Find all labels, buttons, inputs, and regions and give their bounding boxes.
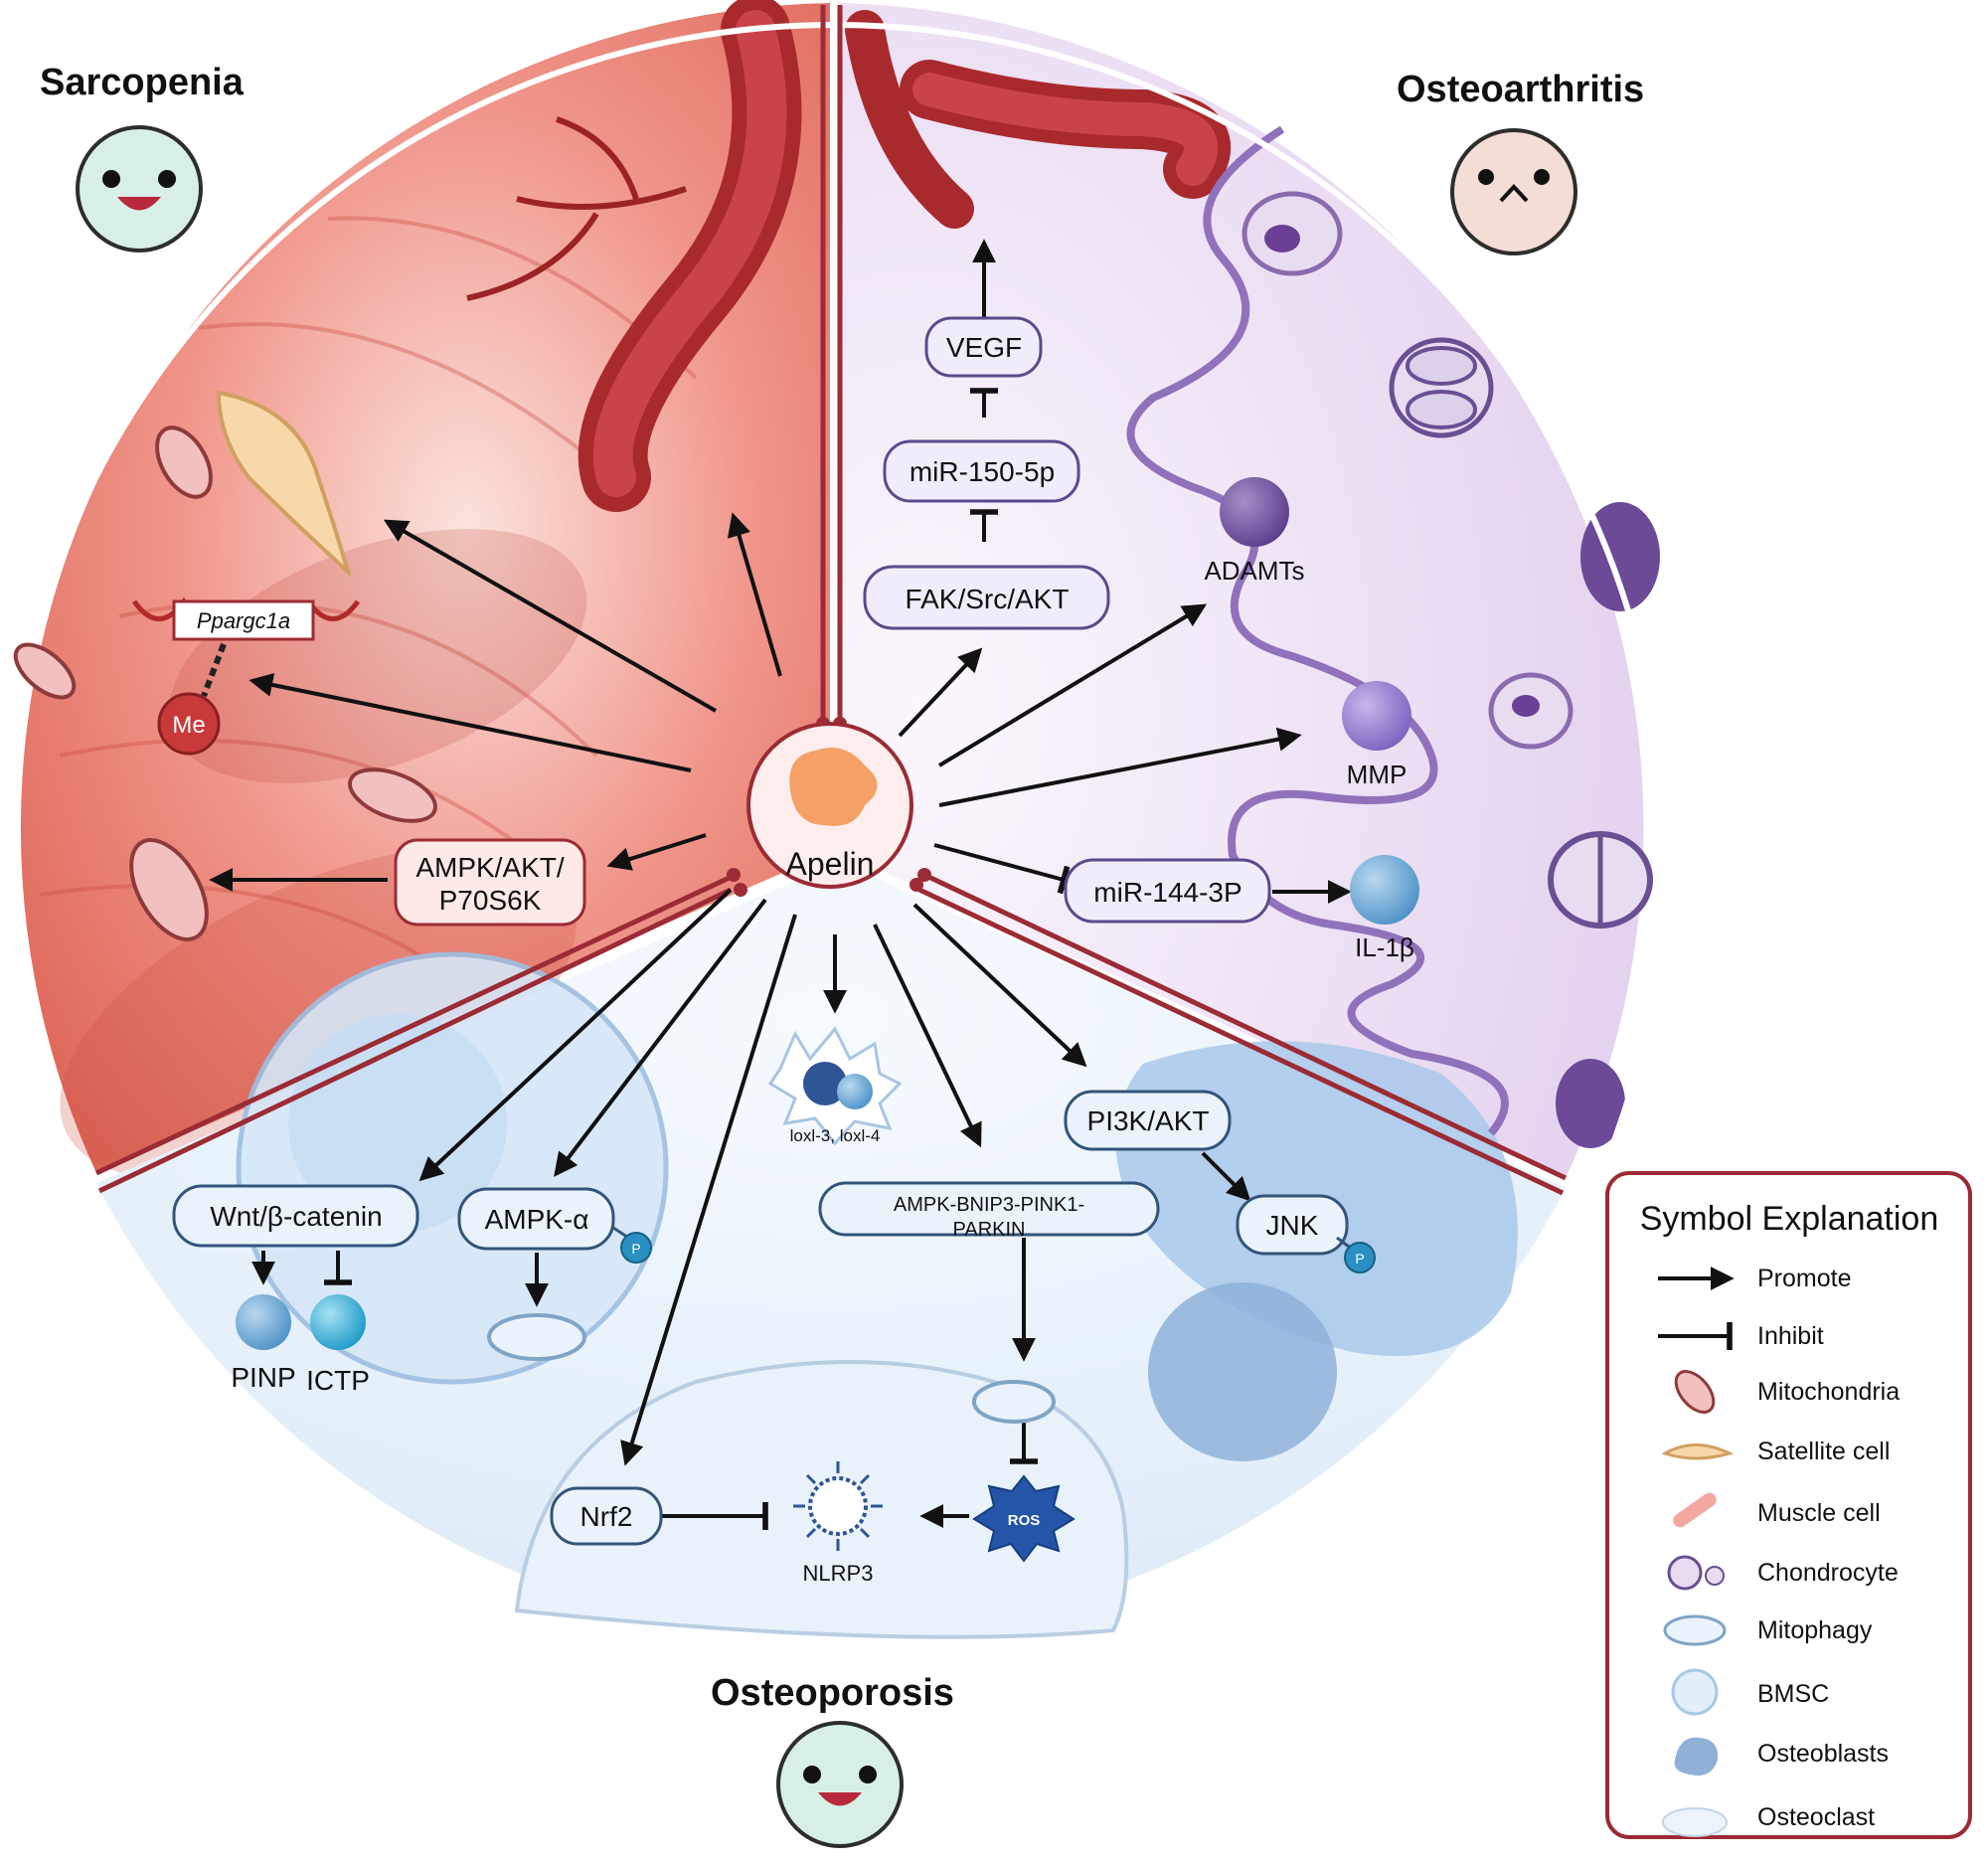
svg-text:Me: Me [172,712,205,739]
fak-src-akt-node: FAK/Src/AKT [863,565,1110,630]
nrf2-node: Nrf2 [550,1486,663,1546]
svg-text:NLRP3: NLRP3 [803,1561,874,1586]
svg-text:Ppargc1a: Ppargc1a [197,608,290,633]
svg-text:ADAMTs: ADAMTs [1204,556,1304,586]
satellite-cell-icon [1661,1443,1735,1460]
osteoblast-icon [1674,1737,1719,1776]
adamts-node: ADAMTs [1204,477,1305,586]
bmsc-icon [1671,1668,1719,1716]
svg-text:P70S6K: P70S6K [439,885,542,916]
svg-text:MMP: MMP [1347,760,1408,789]
sad-face-icon [1450,128,1577,255]
svg-text:AMPK-α: AMPK-α [485,1204,589,1235]
jnk-node: JNK P [1236,1194,1376,1273]
svg-text:VEGF: VEGF [946,332,1022,363]
wnt-node: Wnt/β-catenin [172,1184,419,1248]
ros-node: ROS [972,1474,1076,1563]
sector-dividers [94,5,1568,1196]
svg-text:miR-144-3P: miR-144-3P [1093,877,1242,908]
svg-text:PINP: PINP [231,1362,295,1393]
vegf-node: VEGF [924,316,1043,378]
svg-text:Muscle cell: Muscle cell [1757,1499,1881,1527]
pinp-node: PINP [231,1294,296,1393]
svg-text:PI3K/AKT: PI3K/AKT [1087,1105,1210,1136]
svg-text:Inhibit: Inhibit [1757,1322,1824,1350]
sarcopenia-title: Sarcopenia [40,62,245,103]
mir150-node: miR-150-5p [883,439,1080,503]
pi3k-akt-node: PI3K/AKT [1064,1090,1232,1151]
svg-text:P: P [1355,1251,1364,1267]
methyl-node: Me [157,692,221,756]
svg-text:FAK/Src/AKT: FAK/Src/AKT [906,584,1070,614]
arrows [209,239,1352,1530]
svg-text:Osteoblasts: Osteoblasts [1757,1740,1889,1768]
apelin-protein-icon [789,748,878,826]
mitophagy-icon [487,1313,1056,1424]
loxl-node: loxl-3, loxl-4 [767,1026,903,1146]
svg-text:AMPK-BNIP3-PINK1-: AMPK-BNIP3-PINK1- [894,1194,1084,1216]
svg-text:AMPK/AKT/: AMPK/AKT/ [415,852,565,883]
svg-text:IL-1β: IL-1β [1355,932,1414,962]
svg-text:Chondrocyte: Chondrocyte [1757,1559,1899,1587]
mir144-node: miR-144-3P [1064,858,1271,924]
mmp-node: MMP [1342,681,1411,789]
svg-text:Satellite cell: Satellite cell [1757,1438,1890,1465]
ampk-akt-p70s6k-node: AMPK/AKT/ P70S6K [394,838,586,927]
svg-text:miR-150-5p: miR-150-5p [910,456,1055,487]
svg-text:loxl-3, loxl-4: loxl-3, loxl-4 [790,1126,881,1145]
apelin-label: Apelin [786,846,875,882]
happy-face-icon [76,125,203,253]
chondrocyte-icon [1667,1555,1725,1591]
chondrocytes [1242,191,1660,1148]
cartilage-boundary [1126,125,1509,1136]
svg-text:BMSC: BMSC [1757,1680,1829,1708]
osteoclast-icon [1662,1807,1728,1837]
osteoarthritis-sector [840,3,1644,1178]
apelin-center: Apelin [746,722,913,889]
mitochondria-icon [1674,1370,1716,1414]
muscle-cell-icon [1673,1492,1717,1528]
phospho-icon [1344,1242,1376,1273]
svg-text:Mitochondria: Mitochondria [1757,1378,1900,1406]
happy-face-icon [776,1721,904,1848]
svg-text:Osteoclast: Osteoclast [1757,1803,1875,1831]
osteoporosis-title: Osteoporosis [711,1672,954,1714]
svg-text:PARKIN: PARKIN [953,1219,1026,1241]
ppargc1a-gene: Ppargc1a [131,596,361,641]
svg-text:ICTP: ICTP [306,1365,370,1396]
nlrp3-node: NLRP3 [793,1461,883,1586]
ictp-node: ICTP [306,1294,370,1396]
satellite-cell [216,390,352,579]
svg-text:Mitophagy: Mitophagy [1757,1616,1873,1644]
osteoarthritis-title: Osteoarthritis [1397,69,1644,110]
svg-text:Wnt/β-catenin: Wnt/β-catenin [210,1201,382,1232]
svg-text:ROS: ROS [1008,1512,1041,1529]
svg-text:Promote: Promote [1757,1265,1851,1292]
ampk-alpha-node: AMPK-α P [457,1187,652,1264]
svg-text:P: P [631,1241,640,1257]
outer-circle [2,22,1668,1688]
mitochondria-icons [13,425,437,941]
legend-title: Symbol Explanation [1640,1200,1939,1238]
legend: Symbol Explanation Promote Inhibit Mitoc… [1605,1171,1972,1839]
ampk-bnip3-pink1-parkin-node: AMPK-BNIP3-PINK1- PARKIN [818,1181,1160,1241]
methylation-link [201,642,227,698]
svg-text:JNK: JNK [1266,1210,1319,1241]
svg-text:Nrf2: Nrf2 [580,1501,633,1532]
phospho-icon [620,1232,652,1264]
mitophagy-icon [1663,1614,1727,1646]
blood-vessel [466,0,1231,512]
il1b-node: IL-1β [1350,855,1419,962]
